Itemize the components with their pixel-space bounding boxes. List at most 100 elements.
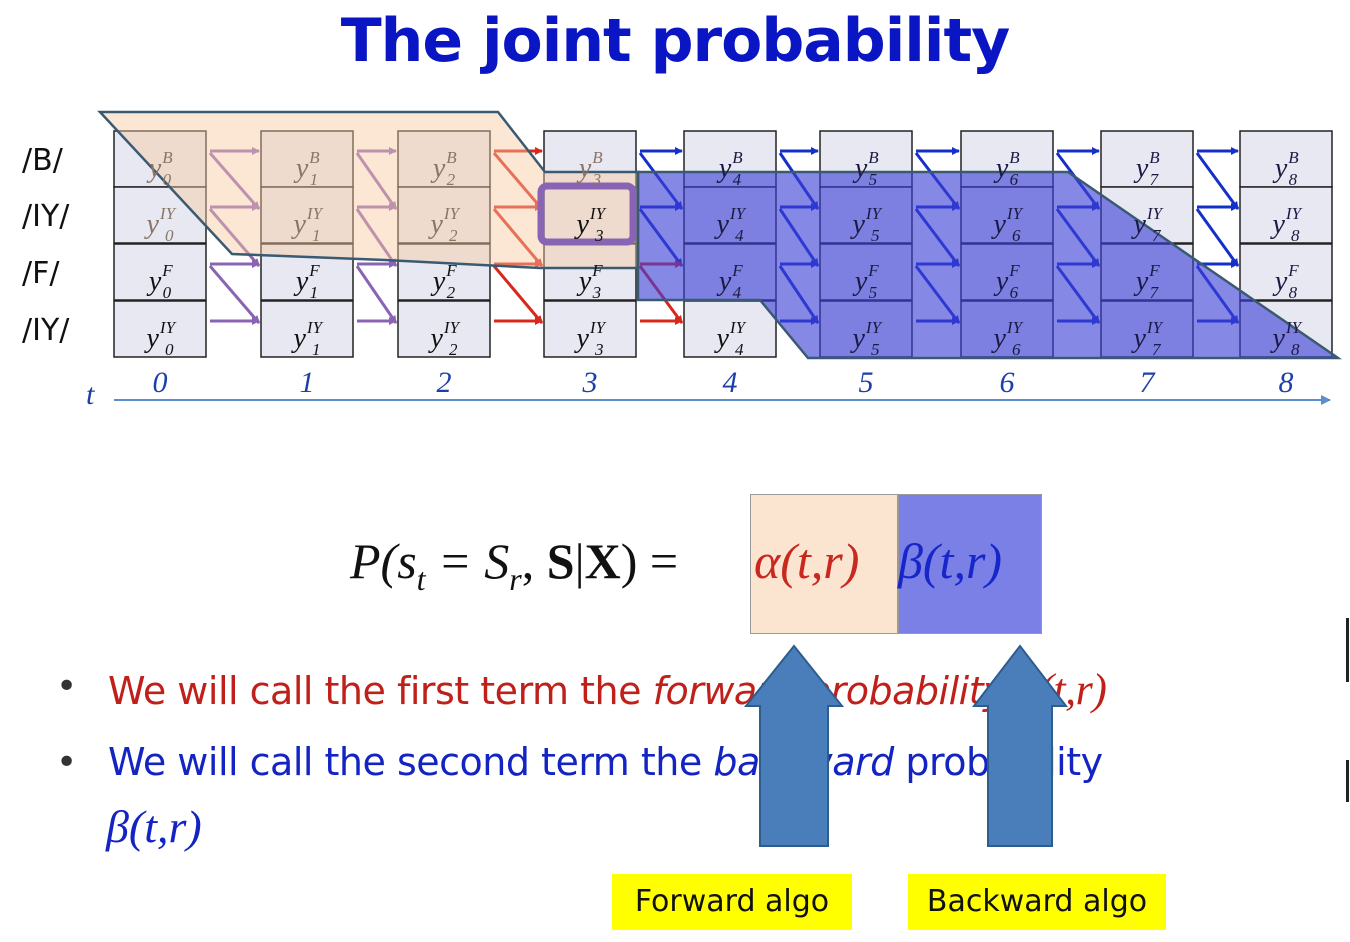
trellis-edge-diagonal bbox=[492, 265, 544, 324]
cell-label: yIY8 bbox=[1272, 204, 1302, 245]
cell-label: yIY2 bbox=[430, 204, 460, 245]
trellis-edge-diagonal bbox=[355, 265, 398, 324]
trellis-edge-diagonal bbox=[492, 208, 544, 267]
trellis-edge-diagonal bbox=[208, 152, 261, 210]
trellis-edge-diagonal bbox=[1195, 152, 1240, 210]
edge-marker bbox=[1346, 618, 1349, 682]
formula-lhs: P(s bbox=[350, 533, 417, 589]
row-label: /F/ bbox=[22, 256, 60, 291]
time-step-label: 0 bbox=[152, 366, 168, 399]
bullet-dot-1: • bbox=[56, 666, 78, 707]
time-step-label: 6 bbox=[999, 366, 1015, 399]
cell-label: yIY7 bbox=[1133, 318, 1163, 359]
cell-label: yB1 bbox=[295, 148, 320, 189]
bullet-backward-math: β(t,r) bbox=[106, 801, 202, 852]
bullet-forward-text: We will call the first term the bbox=[108, 669, 653, 713]
cell-label: yIY8 bbox=[1272, 318, 1302, 359]
trellis-edge-diagonal bbox=[355, 152, 398, 210]
cell-label: yB7 bbox=[1135, 148, 1160, 189]
alpha-highlight-box bbox=[750, 494, 898, 634]
forward-up-arrow bbox=[743, 644, 845, 847]
cell-label: yB0 bbox=[148, 148, 173, 189]
trellis-cell bbox=[543, 243, 637, 301]
cell-label: yF7 bbox=[1135, 261, 1160, 302]
time-step-label: 5 bbox=[858, 366, 874, 399]
cell-label: yF5 bbox=[854, 261, 879, 302]
cell-label: yIY0 bbox=[146, 318, 176, 359]
bullet-forward: We will call the first term the forward … bbox=[108, 664, 1107, 715]
time-step-label: 4 bbox=[722, 366, 738, 399]
cell-label: yB5 bbox=[854, 148, 879, 189]
bullet-dot-2: • bbox=[56, 742, 78, 783]
trellis-edge-diagonal bbox=[208, 208, 261, 267]
trellis-cell bbox=[543, 300, 637, 358]
row-label: /IY/ bbox=[22, 313, 70, 348]
backward-region bbox=[636, 170, 1343, 360]
cell-label: yF3 bbox=[578, 261, 603, 302]
trellis-diagram bbox=[97, 110, 1343, 405]
trellis-cell bbox=[260, 186, 354, 244]
trellis-cell bbox=[1100, 130, 1194, 188]
formula-bold-s: S bbox=[546, 533, 575, 589]
formula-sub-t: t bbox=[416, 561, 426, 597]
trellis-cell bbox=[260, 300, 354, 358]
trellis-cell bbox=[397, 300, 491, 358]
cell-label: yIY1 bbox=[293, 318, 323, 359]
cell-label: yF1 bbox=[295, 261, 320, 302]
time-step-label: 3 bbox=[582, 366, 598, 399]
formula-eq: = S bbox=[425, 533, 510, 589]
cell-label: yF6 bbox=[995, 261, 1020, 302]
time-step-label: 8 bbox=[1278, 366, 1294, 399]
beta-highlight-box bbox=[898, 494, 1042, 634]
cell-label: yB3 bbox=[578, 148, 603, 189]
trellis-cell bbox=[543, 130, 637, 188]
trellis-cell bbox=[397, 130, 491, 188]
trellis-cell bbox=[113, 243, 207, 301]
trellis-edge-diagonal bbox=[1195, 208, 1240, 267]
backward-algo-label: Backward algo bbox=[908, 874, 1166, 930]
time-step-label: 1 bbox=[299, 366, 315, 399]
edge-marker-2 bbox=[1346, 760, 1349, 802]
cell-label: yIY4 bbox=[716, 318, 746, 359]
cell-label: yF2 bbox=[432, 261, 457, 302]
trellis-cell bbox=[1239, 186, 1333, 244]
trellis-cell bbox=[1239, 243, 1333, 301]
cell-label: yF8 bbox=[1274, 261, 1299, 302]
cell-label: yIY1 bbox=[293, 204, 323, 245]
cell-label: yIY6 bbox=[993, 204, 1023, 245]
formula-sub-r: r bbox=[509, 561, 522, 597]
cell-label: yIY2 bbox=[430, 318, 460, 359]
highlighted-cell bbox=[537, 182, 637, 246]
trellis-cell bbox=[397, 243, 491, 301]
cell-label: yIY3 bbox=[576, 318, 606, 359]
formula-bold-x: X bbox=[584, 533, 621, 589]
cell-label: yB8 bbox=[1274, 148, 1299, 189]
forward-algo-label: Forward algo bbox=[612, 874, 852, 930]
cell-label: yIY5 bbox=[852, 318, 882, 359]
joint-probability-formula: P(st = Sr, S|X) = bbox=[350, 533, 679, 597]
formula-beta: β(t,r) bbox=[898, 533, 1003, 589]
cell-label: yIY7 bbox=[1133, 204, 1163, 245]
cell-label: yF0 bbox=[148, 261, 173, 302]
time-step-label: 2 bbox=[436, 366, 452, 399]
bullet-backward-text: We will call the second term the bbox=[108, 740, 714, 784]
cell-label: yB2 bbox=[432, 148, 457, 189]
trellis-cell bbox=[113, 186, 207, 244]
trellis-cell bbox=[260, 243, 354, 301]
cell-label: yIY0 bbox=[146, 204, 176, 245]
cell-label: yB6 bbox=[995, 148, 1020, 189]
trellis-cell bbox=[683, 300, 777, 358]
row-label: /B/ bbox=[22, 143, 63, 178]
trellis-edge-diagonal bbox=[208, 265, 261, 324]
cell-label: yIY6 bbox=[993, 318, 1023, 359]
formula-alpha: α(t,r) bbox=[754, 533, 860, 589]
cell-label: yF4 bbox=[718, 261, 743, 302]
row-label: /IY/ bbox=[22, 199, 70, 234]
time-axis-label: t bbox=[86, 378, 95, 411]
cell-label: yIY5 bbox=[852, 204, 882, 245]
slide-title: The joint probability bbox=[340, 6, 1011, 76]
cell-label: yIY3 bbox=[576, 204, 606, 245]
trellis-edge-diagonal bbox=[355, 208, 398, 267]
trellis-cell bbox=[113, 300, 207, 358]
